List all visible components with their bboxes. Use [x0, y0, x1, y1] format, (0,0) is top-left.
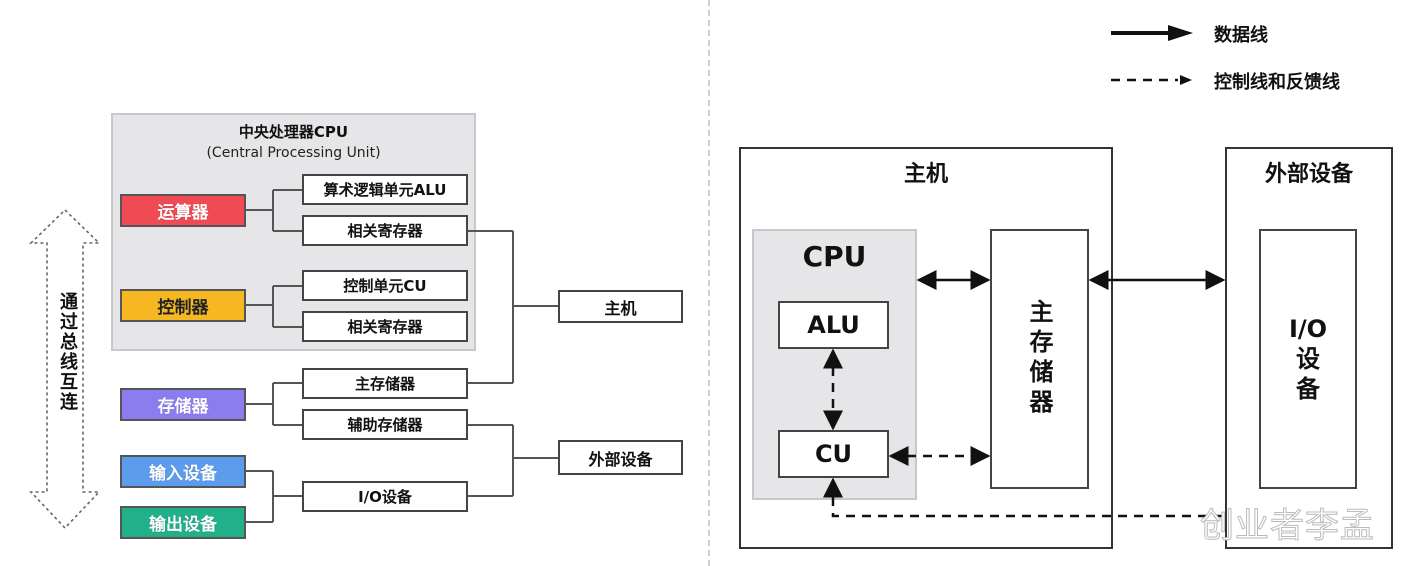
- subpart-alu: 算术逻辑单元ALU: [302, 174, 468, 205]
- io-device-label-line: 设: [1295, 345, 1320, 373]
- component-output: 输出设备: [120, 506, 246, 539]
- component-input: 输入设备: [120, 455, 246, 488]
- legend-data-line-arrow: [1111, 25, 1193, 41]
- external-cu-feedback-arrow: [823, 477, 1223, 518]
- subpart-main-memory: 主存储器: [302, 368, 468, 399]
- main-memory-box: 主存储器: [990, 229, 1089, 489]
- cpu-group-subtitle: (Central Processing Unit): [206, 145, 381, 161]
- cu-box: CU: [778, 430, 889, 478]
- bus-double-arrow: [29, 208, 101, 530]
- subpart-io-device: I/O设备: [302, 481, 468, 512]
- legend-data-line-label: 数据线: [1214, 25, 1268, 46]
- component-control-unit: 控制器: [120, 289, 246, 322]
- subpart-alu-registers: 相关寄存器: [302, 215, 468, 246]
- external-container: [1225, 147, 1393, 549]
- component-alu-unit: 运算器: [120, 194, 246, 227]
- watermark: 创业者李孟: [1200, 506, 1375, 547]
- host-container: [739, 147, 1113, 549]
- bus-label: 通过总线互连: [57, 292, 78, 412]
- category-external: 外部设备: [558, 440, 683, 475]
- category-host: 主机: [558, 290, 683, 323]
- subpart-cu-registers: 相关寄存器: [302, 311, 468, 342]
- cpu-title: CPU: [802, 240, 867, 273]
- external-title: 外部设备: [1264, 162, 1353, 187]
- panel-divider: [708, 0, 710, 566]
- subpart-aux-memory: 辅助存储器: [302, 409, 468, 440]
- alu-box: ALU: [778, 301, 889, 349]
- subpart-cu: 控制单元CU: [302, 270, 468, 301]
- host-title: 主机: [903, 162, 948, 187]
- component-memory: 存储器: [120, 388, 246, 421]
- io-device-label-line: 备: [1295, 375, 1320, 403]
- cpu-group-title: 中央处理器CPU: [238, 123, 349, 141]
- legend-control-line-label: 控制线和反馈线: [1214, 72, 1340, 93]
- io-device-label-line: I/O: [1288, 315, 1328, 343]
- legend-control-line-arrow: [1111, 75, 1192, 85]
